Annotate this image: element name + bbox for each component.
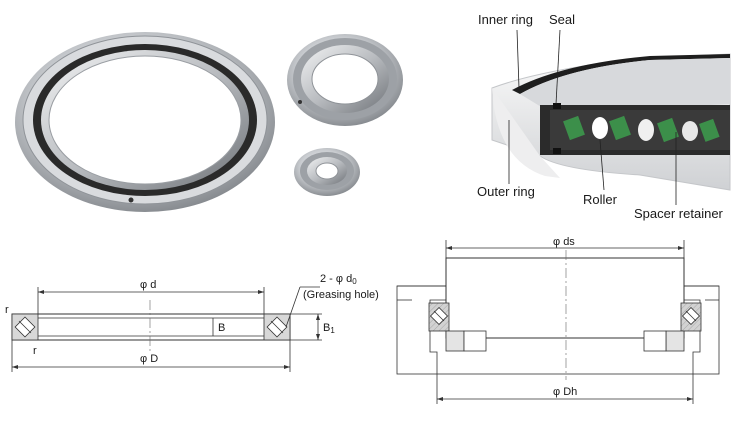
bearing-section-drawing <box>11 286 322 372</box>
roller-row <box>563 115 720 143</box>
bearing-cutaway-photo <box>491 29 731 205</box>
label-inner-ring: Inner ring <box>478 12 533 27</box>
label-roller: Roller <box>583 192 618 207</box>
small-bearing-photo <box>294 148 360 196</box>
label-outer-ring: Outer ring <box>477 184 535 199</box>
dim-shaft-ds: φ ds <box>553 236 575 248</box>
dim-width-B1: B1 <box>323 322 335 335</box>
label-seal: Seal <box>549 12 575 27</box>
dim-radius-bottom: r <box>33 345 37 357</box>
dim-bore-d: φ d <box>140 279 156 291</box>
medium-bearing-photo <box>287 34 403 126</box>
dim-housing-Dh: φ Dh <box>553 386 577 398</box>
dim-grease-hole: 2 - φ d0 <box>320 273 357 286</box>
dim-outer-D: φ D <box>140 353 158 365</box>
label-spacer-retainer: Spacer retainer <box>634 206 724 221</box>
large-bearing-photo <box>15 32 275 212</box>
dim-width-B: B <box>218 322 225 334</box>
dim-grease-note: (Greasing hole) <box>303 289 379 301</box>
housing-shaft-drawing <box>396 240 720 404</box>
dim-radius-top: r <box>5 304 9 316</box>
